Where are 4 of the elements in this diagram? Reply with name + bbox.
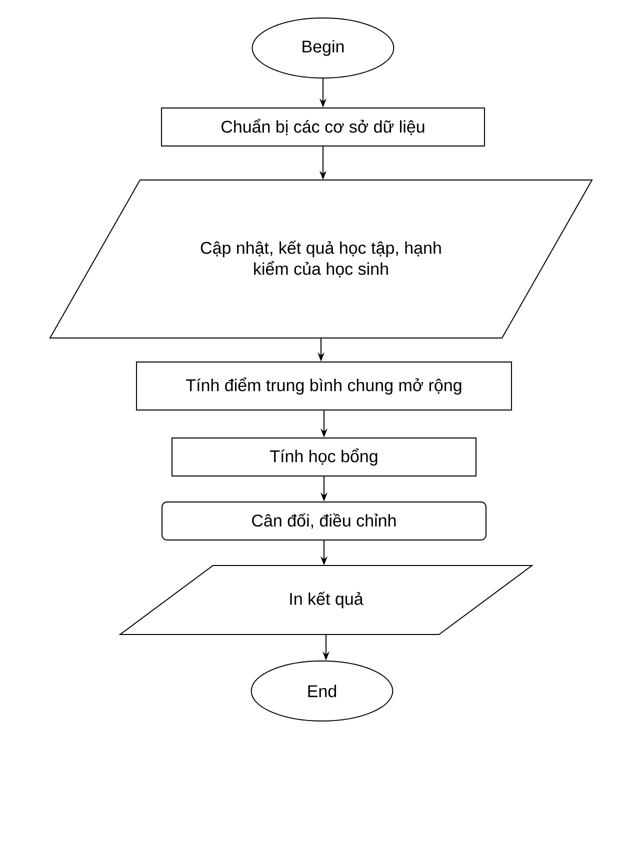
process-box: Tính điểm trung bình chung mở rộng [136,362,512,410]
process-box: Tính học bổng [172,438,476,476]
process-box: Chuẩn bị các cơ sở dữ liệu [161,108,485,146]
process-box: Cân đối, điều chỉnh [162,502,486,540]
